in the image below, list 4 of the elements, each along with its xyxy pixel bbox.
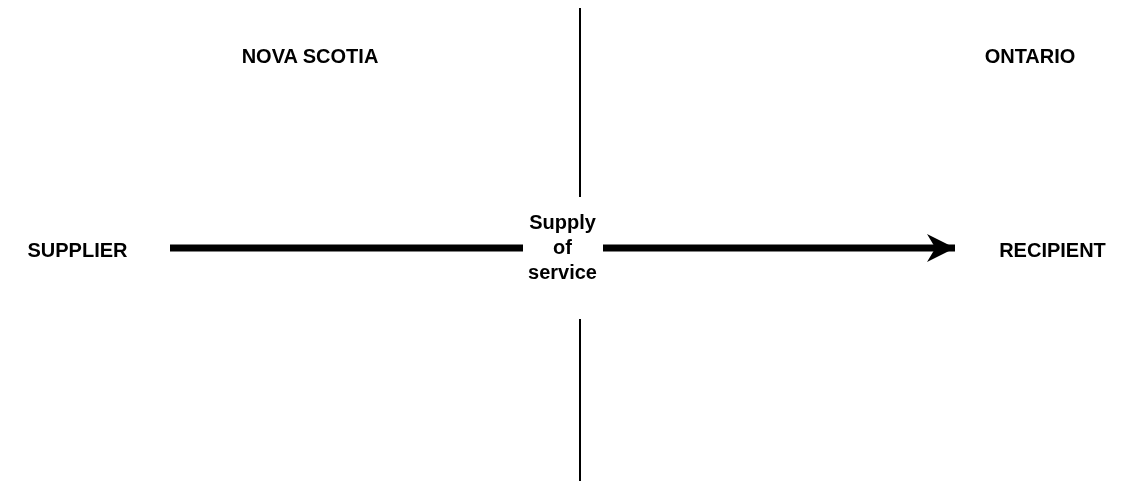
- region-label: ONTARIO: [984, 45, 1076, 68]
- node-label: SUPPLIER: [5, 233, 150, 267]
- node-label: RECIPIENT: [975, 233, 1130, 267]
- region-label: NOVA SCOTIA: [241, 45, 379, 68]
